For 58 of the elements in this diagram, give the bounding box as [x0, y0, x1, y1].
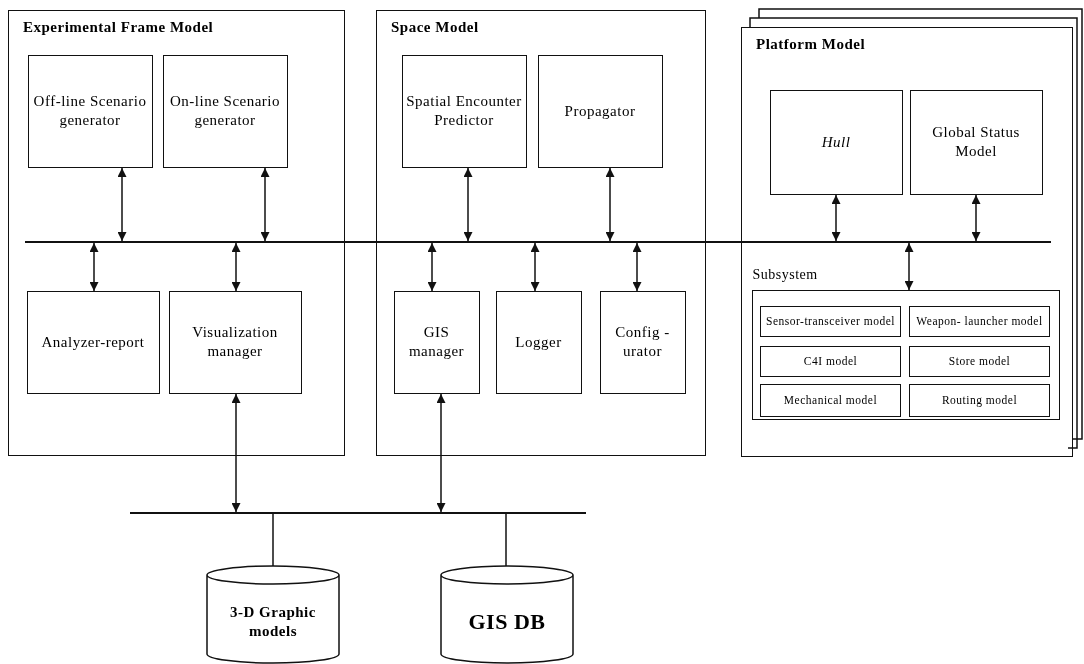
component-box	[909, 306, 1050, 337]
process-box	[27, 54, 153, 168]
box-label: Mechanical model	[783, 394, 878, 407]
box-label: Analyzer-report	[41, 332, 145, 352]
box-label: C4I model	[803, 355, 858, 368]
box-label: Visualization manager	[191, 323, 279, 361]
panel-heading: Space Model	[391, 19, 479, 36]
box-label: Config -urator	[614, 323, 671, 361]
box-label: GIS manager	[407, 323, 466, 361]
component-box	[760, 384, 901, 417]
arrow	[632, 242, 642, 292]
arrow	[831, 194, 841, 242]
component-box	[909, 384, 1050, 417]
arrow	[117, 167, 127, 242]
arrow	[904, 242, 914, 291]
process-box	[162, 54, 288, 168]
bus-line	[130, 512, 586, 514]
arrow	[231, 393, 241, 513]
box-label: Weapon- launcher model	[916, 315, 1043, 328]
arrow	[605, 167, 615, 242]
arrow	[463, 167, 473, 242]
model-panel	[376, 10, 706, 456]
panel-heading: Experimental Frame Model	[23, 19, 214, 36]
component-box	[909, 346, 1050, 377]
box-label: On-line Scenario generator	[168, 92, 282, 130]
arrow	[260, 167, 270, 242]
arrow	[89, 242, 99, 292]
arrow	[530, 242, 540, 292]
panel-heading: Platform Model	[756, 36, 866, 53]
component-box	[760, 306, 901, 337]
process-box	[401, 54, 527, 168]
process-box	[909, 89, 1043, 195]
box-label: 3-D Graphic models	[229, 602, 317, 641]
arrow	[231, 242, 241, 292]
arrow	[427, 242, 437, 292]
process-box	[769, 89, 903, 195]
panel-heading: Subsystem	[752, 266, 818, 284]
process-box	[537, 54, 663, 168]
box-label: Logger	[515, 332, 562, 352]
component-box	[760, 346, 901, 377]
box-label: GIS DB	[468, 607, 546, 636]
process-box	[393, 290, 480, 394]
bus-line	[25, 241, 1051, 243]
process-box	[495, 290, 582, 394]
box-label: Global Status Model	[931, 123, 1021, 161]
process-box	[599, 290, 686, 394]
box-label: Routing model	[941, 394, 1018, 407]
model-panel	[8, 10, 345, 456]
box-label: Store model	[948, 355, 1011, 368]
box-label: Sensor-transceiver model	[766, 315, 895, 328]
process-box	[168, 290, 302, 394]
box-label: Spatial Encounter Predictor	[405, 92, 523, 130]
process-box	[26, 290, 160, 394]
arrow	[971, 194, 981, 242]
box-label: Hull	[821, 132, 851, 152]
box-label: Off-line Scenario generator	[32, 92, 148, 130]
arrow	[436, 393, 446, 513]
box-label: Propagator	[564, 101, 636, 121]
